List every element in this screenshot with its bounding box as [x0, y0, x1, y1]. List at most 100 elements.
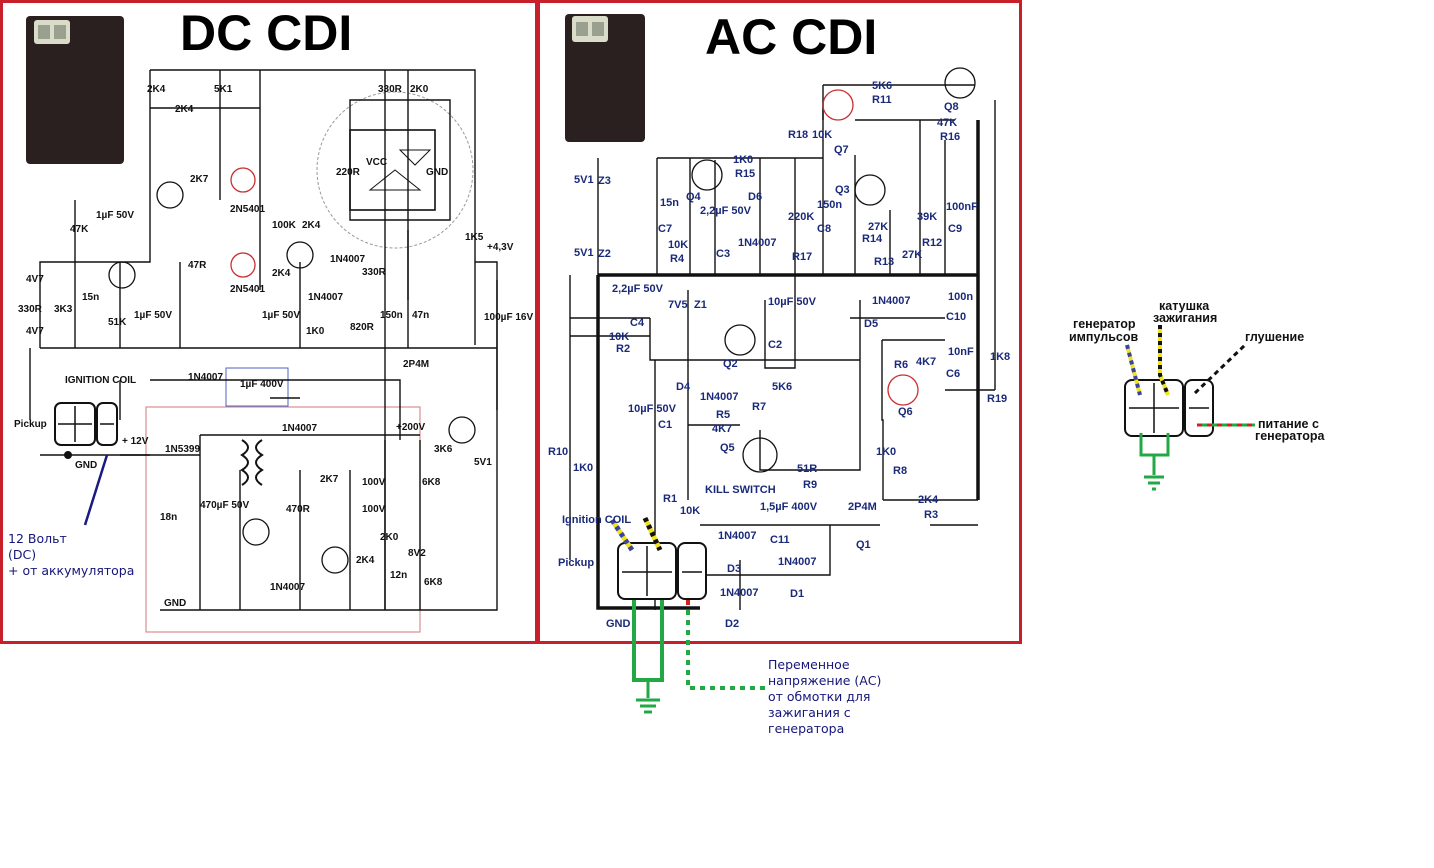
component-label: Z2 [598, 248, 611, 260]
component-label: 100V [362, 504, 386, 515]
component-label: 51R [797, 463, 817, 475]
component-label: R11 [872, 94, 892, 106]
component-label: Q1 [856, 539, 871, 551]
component-label: 1N4007 [270, 582, 305, 593]
component-label: 330R [362, 267, 387, 278]
component-label: 10K [609, 331, 629, 343]
component-label: 6K8 [424, 577, 443, 588]
component-label: IGNITION COIL [65, 375, 136, 386]
component-label: R16 [940, 131, 960, 143]
component-label: C10 [946, 311, 966, 323]
component-label: 15n [660, 197, 679, 209]
ignition-coil-label: катушка [1159, 299, 1210, 313]
component-label: 2K0 [410, 84, 429, 95]
component-label: Ignition COIL [562, 514, 631, 526]
component-label: 1N4007 [778, 556, 817, 568]
ac-connector [617, 542, 707, 600]
ac-cdi-title: AC CDI [705, 9, 877, 65]
component-label: + 12V [122, 436, 149, 447]
note-line: от обмотки для [768, 689, 870, 704]
component-label: 1N4007 [718, 530, 757, 542]
component-label: 100nF [946, 201, 978, 213]
component-label: 1N5399 [165, 444, 200, 455]
component-label: 3K6 [434, 444, 453, 455]
component-label: 2P4M [848, 501, 877, 513]
component-label: D3 [727, 563, 741, 575]
component-label: 47K [70, 224, 89, 235]
component-label: 10K [668, 239, 688, 251]
component-label: R1 [663, 493, 677, 505]
component-label: C8 [817, 223, 831, 235]
component-label: 51K [108, 317, 127, 328]
ac-panel-frame [537, 0, 1022, 644]
component-label: +200V [396, 422, 426, 433]
component-label: 100V [362, 477, 386, 488]
power-label: генератора [1255, 429, 1325, 443]
component-label: 330R [18, 304, 43, 315]
ignition-coil-label: зажигания [1153, 311, 1217, 325]
component-label: 3K3 [54, 304, 73, 315]
component-label: 5V1 [574, 174, 594, 186]
component-label: 1N4007 [738, 237, 777, 249]
dc-ic [349, 129, 436, 211]
component-label: 6K8 [422, 477, 441, 488]
component-label: C1 [658, 419, 672, 431]
component-label: 470µF 50V [200, 500, 249, 511]
component-label: Q3 [835, 184, 850, 196]
component-label: 2K4 [302, 220, 321, 231]
dc-panel-frame [0, 0, 538, 644]
component-label: GND [164, 598, 186, 609]
component-label: 1µF 50V [96, 210, 134, 221]
component-label: 330R [378, 84, 403, 95]
component-label: 27K [868, 221, 888, 233]
component-label: D1 [790, 588, 804, 600]
component-label: Q2 [723, 358, 738, 370]
component-label: Q6 [898, 406, 913, 418]
ac-cdi-module-photo [565, 14, 645, 142]
dc-capacitor-highlight [225, 367, 289, 407]
component-label: 5V1 [474, 457, 492, 468]
component-label: R3 [924, 509, 938, 521]
component-label: 2K4 [147, 84, 166, 95]
component-label: R8 [893, 465, 907, 477]
ac-transistors [691, 67, 976, 473]
component-label: 47n [412, 310, 429, 321]
component-label: 150n [817, 199, 842, 211]
component-label: 2P4M [403, 359, 429, 370]
note-line: зажигания с [768, 705, 851, 720]
component-label: 2K4 [918, 494, 939, 506]
component-label: D5 [864, 318, 878, 330]
component-label: 2K7 [190, 174, 209, 185]
component-label: 10K [680, 505, 700, 517]
component-label: C9 [948, 223, 962, 235]
component-label: R15 [735, 168, 755, 180]
component-label: R10 [548, 446, 568, 458]
component-label: R5 [716, 409, 730, 421]
component-label: 1,5µF 400V [760, 501, 818, 513]
component-label: VCC [366, 157, 387, 168]
component-label: 2N5401 [230, 204, 265, 215]
component-label: C6 [946, 368, 960, 380]
component-label: R2 [616, 343, 630, 355]
dc-cdi-title: DC CDI [180, 5, 352, 61]
legend-connector [1124, 325, 1255, 491]
component-label: 8V2 [408, 548, 426, 559]
component-label: KILL SWITCH [705, 484, 776, 496]
component-label: 12n [390, 570, 407, 581]
component-label: 4K7 [916, 356, 936, 368]
component-label: Q7 [834, 144, 849, 156]
component-label: GND [606, 618, 631, 630]
component-label: Z1 [694, 299, 707, 311]
connector-legend-labels: генератор импульсов катушка зажигания гл… [1069, 299, 1325, 443]
component-label: C2 [768, 339, 782, 351]
component-label: 7V5 [668, 299, 688, 311]
component-label: 2K4 [175, 104, 194, 115]
pulse-generator-label: импульсов [1069, 330, 1138, 344]
component-label: 2N5401 [230, 284, 265, 295]
component-label: 2K0 [380, 532, 399, 543]
component-label: C4 [630, 317, 645, 329]
component-label: 1K0 [876, 446, 896, 458]
dc-battery-note: 12 Вольт (DC) + от аккумулятора [8, 531, 134, 578]
component-label: 1K0 [573, 462, 593, 474]
